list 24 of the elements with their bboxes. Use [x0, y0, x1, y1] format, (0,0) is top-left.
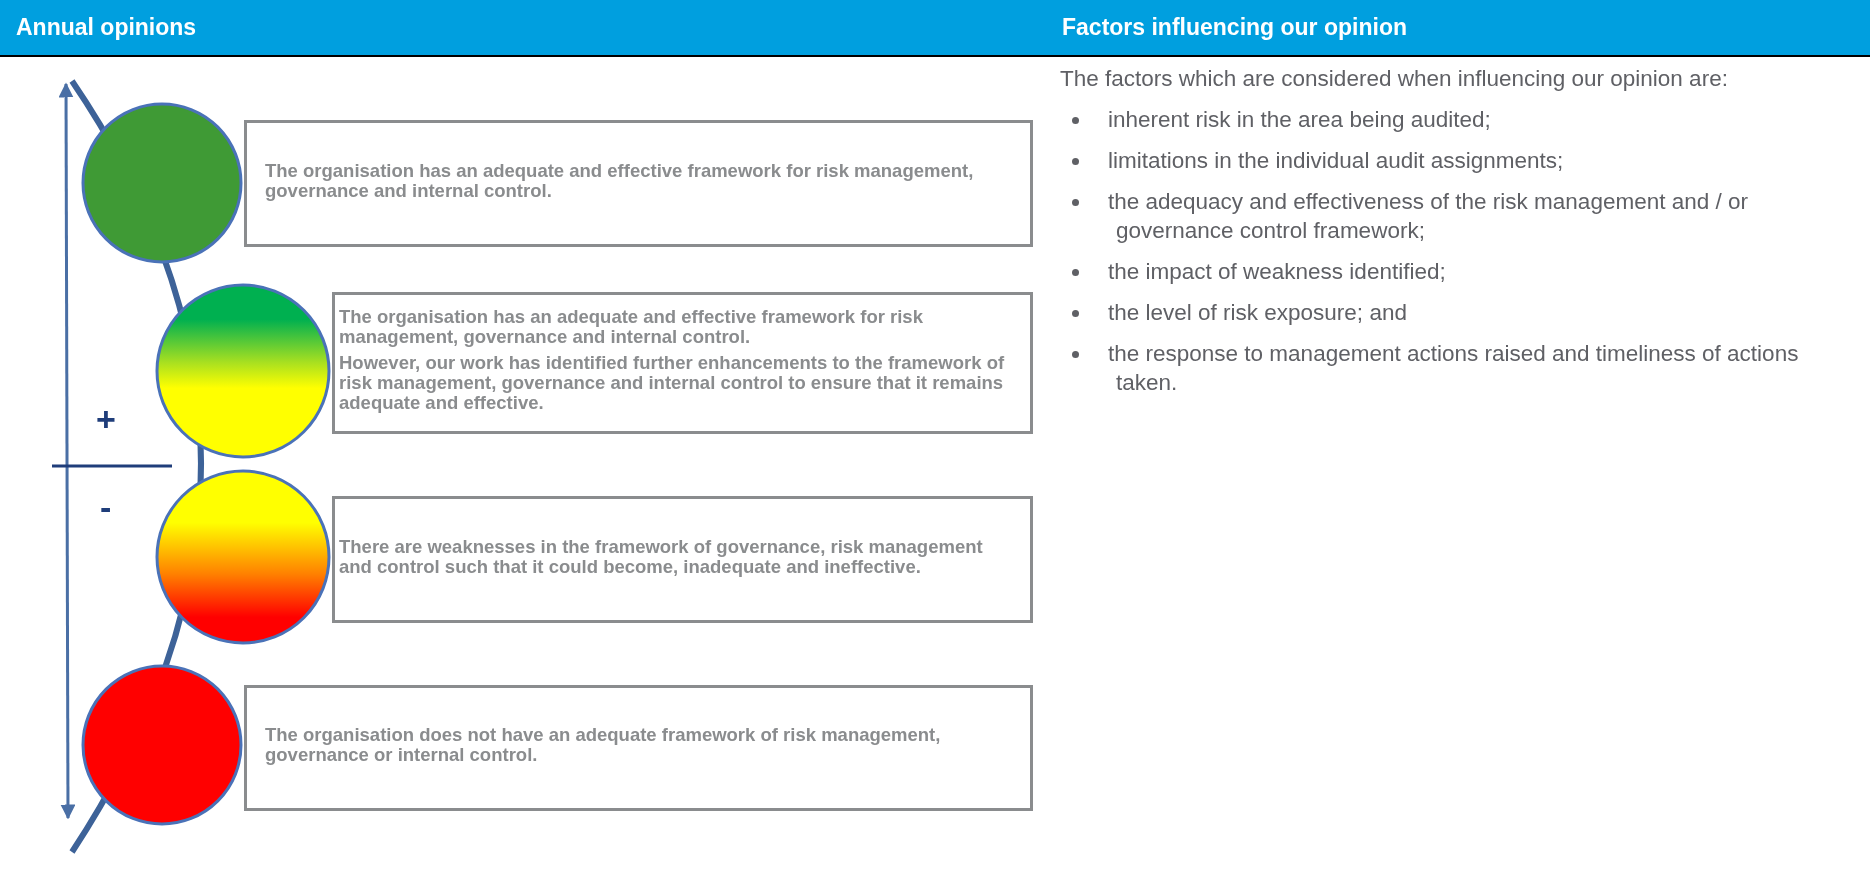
- intro-text: The factors which are considered when influencing our opinion are:: [1060, 65, 1729, 93]
- opinion-text: The organisation has an adequate and effective framework for risk management, governance and internal control.: [339, 307, 924, 347]
- rating-circle: [155, 283, 331, 459]
- opinion-box: [244, 120, 1033, 247]
- minus-sign: -: [100, 488, 112, 527]
- bullet-text: the adequacy and effectiveness of the risk management and / or governance control framework;: [1108, 188, 1749, 245]
- section-heading: Annual opinions: [16, 14, 197, 41]
- bullet-text: limitations in the individual audit assignments;: [1108, 147, 1565, 175]
- opinion-text: There are weaknesses in the framework of governance, risk management and control such that it could become, inadequate and ineffective.: [339, 536, 984, 577]
- bullet-text: the impact of weakness identified;: [1108, 258, 1447, 286]
- opinion-text: The organisation has an adequate and effective framework for risk management, governance and internal control.: [265, 160, 975, 201]
- bullet-text: the level of risk exposure; and: [1108, 299, 1408, 327]
- bullet-text: the response to management actions raised and timeliness of actions taken.: [1108, 340, 1800, 397]
- opinion-box: [244, 685, 1033, 811]
- opinion-box: [332, 292, 1033, 434]
- opinion-text: However, our work has identified further enhancements to the framework of risk management, governance and internal control to ensure that it remains adequate and effective.: [339, 353, 1006, 413]
- rating-circle: [81, 664, 243, 826]
- opinion-box: [332, 496, 1033, 623]
- section-heading: Factors influencing our opinion: [1062, 14, 1407, 41]
- rating-circle: [81, 102, 243, 264]
- plus-sign: +: [96, 400, 116, 439]
- opinion-text: The organisation does not have an adequate framework of risk management, governance or internal control.: [265, 725, 942, 765]
- bullet-text: inherent risk in the area being audited;: [1108, 106, 1492, 134]
- rating-circle: [155, 469, 331, 645]
